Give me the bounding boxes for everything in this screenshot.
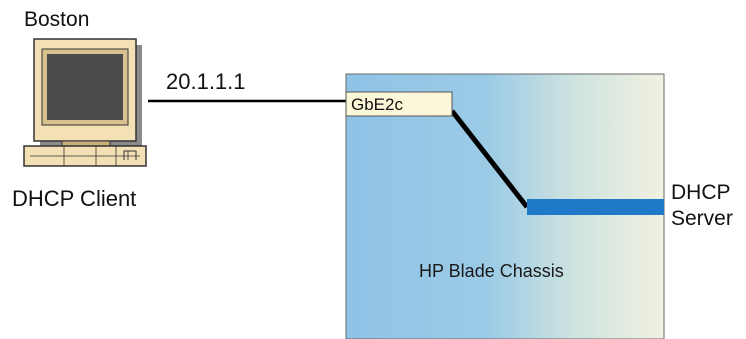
switch-server-link-line [450,109,529,209]
dhcp-server-label-line1: DHCP [671,181,731,204]
dhcp-client-label: DHCP Client [12,186,137,211]
dhcp-server-bar [527,199,664,215]
dhcp-server-label-line2: Server [671,207,733,230]
switch-module [345,91,453,117]
blade-chassis-label: HP Blade Chassis [419,261,564,281]
dhcp-server-label: DHCP Server [671,180,733,232]
switch-module-label: GbE2c [351,95,403,114]
ip-address-label: 20.1.1.1 [166,69,246,94]
client-location-label: Boston [24,8,90,31]
desktop-computer-icon [23,38,147,167]
